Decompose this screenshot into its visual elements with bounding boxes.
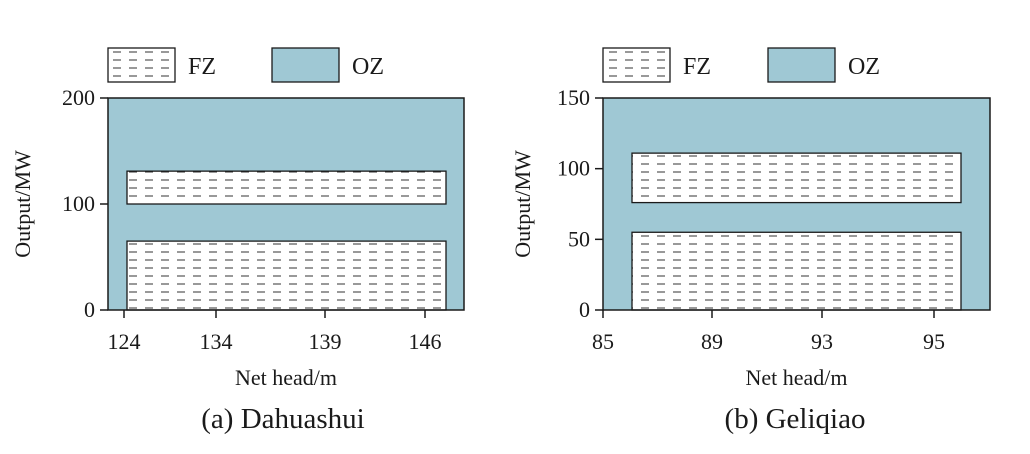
legend-swatch-fz — [107, 47, 176, 83]
y-axis-label: Output/MW — [10, 150, 35, 258]
y-axis-label: Output/MW — [510, 150, 535, 258]
legend-label-oz: OZ — [848, 54, 880, 80]
forbidden-zone-bar — [126, 240, 447, 311]
x-tick-label: 146 — [409, 329, 442, 354]
legend: FZ OZ — [107, 47, 384, 83]
x-axis-label: Net head/m — [235, 365, 337, 390]
legend: FZ OZ — [602, 47, 880, 83]
x-tick-label: 93 — [811, 329, 833, 354]
plot-frame — [602, 97, 991, 311]
y-tick-label: 50 — [568, 226, 590, 251]
x-tick-label: 134 — [200, 329, 233, 354]
x-tick-label: 124 — [108, 329, 141, 354]
legend-swatch-fz — [602, 47, 671, 83]
legend-swatch-oz — [767, 47, 836, 83]
y-tick-label: 100 — [62, 191, 95, 216]
y-tick-label: 100 — [557, 156, 590, 181]
legend-label-oz: OZ — [352, 54, 384, 80]
legend-label-fz: FZ — [683, 54, 711, 80]
x-tick-label: 85 — [592, 329, 614, 354]
y-tick-label: 150 — [557, 85, 590, 110]
x-tick-label: 89 — [701, 329, 723, 354]
y-tick-label: 0 — [579, 297, 590, 322]
panel-caption: (a) Dahuashui — [201, 403, 364, 435]
x-tick-label: 95 — [923, 329, 945, 354]
forbidden-zone-bar — [126, 170, 447, 205]
panel-caption: (b) Geliqiao — [725, 403, 866, 435]
x-axis-label: Net head/m — [745, 365, 847, 390]
y-tick-label: 0 — [84, 297, 95, 322]
x-tick-label: 139 — [309, 329, 342, 354]
forbidden-zone-bar — [631, 231, 962, 311]
legend-swatch-oz — [271, 47, 340, 83]
forbidden-zone-bar — [631, 152, 962, 204]
legend-label-fz: FZ — [188, 54, 216, 80]
y-tick-label: 200 — [62, 85, 95, 110]
